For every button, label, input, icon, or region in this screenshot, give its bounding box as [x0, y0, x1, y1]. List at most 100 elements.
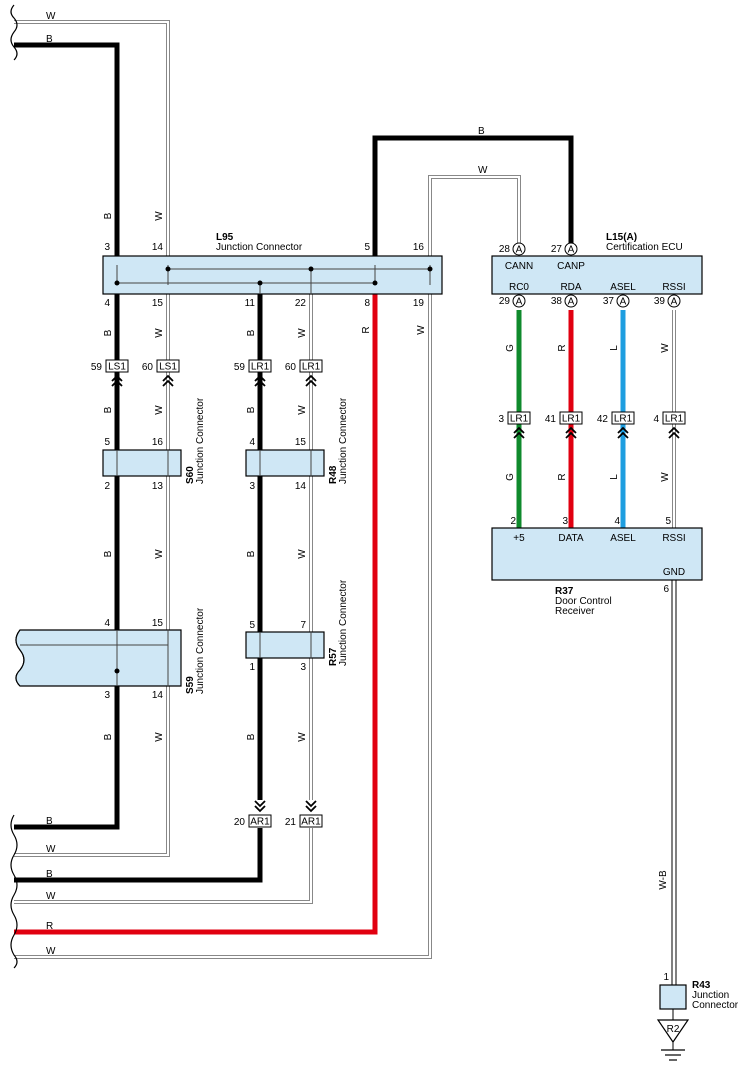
svg-text:CANN: CANN: [505, 261, 533, 272]
ic-name-9: AR1: [301, 817, 321, 828]
svg-text:3: 3: [249, 481, 255, 492]
wire-white-w: [14, 20, 676, 959]
svg-text:B: B: [103, 733, 114, 740]
svg-text:B: B: [246, 550, 257, 557]
svg-text:B: B: [103, 212, 114, 219]
svg-text:3: 3: [104, 690, 110, 701]
ic-name-0: LS1: [108, 362, 126, 373]
svg-text:14: 14: [152, 690, 164, 701]
r37-name-2: Receiver: [555, 606, 595, 617]
svg-text:37: 37: [603, 296, 615, 307]
svg-text:B: B: [103, 329, 114, 336]
r48-name: Junction Connector: [338, 397, 349, 484]
top-b-label: B: [478, 126, 485, 137]
svg-text:B: B: [246, 733, 257, 740]
ic-pin-3: 60: [285, 362, 297, 373]
s60-id: S60: [185, 466, 196, 484]
svg-text:R: R: [557, 344, 568, 351]
inline-box-lr1-60: [299, 359, 323, 373]
r43-name-2: Connector: [692, 1000, 739, 1011]
svg-text:B: B: [246, 329, 257, 336]
svg-text:16: 16: [152, 437, 164, 448]
s60-name: Junction Connector: [195, 397, 206, 484]
svg-text:ASEL: ASEL: [610, 533, 636, 544]
svg-text:14: 14: [152, 242, 164, 253]
ic-name-3: LR1: [302, 362, 321, 373]
pin-sub-6: A: [671, 297, 678, 308]
s59-id: S59: [185, 676, 196, 694]
edge-label-3: W: [46, 844, 56, 855]
l95-name: Junction Connector: [216, 242, 303, 253]
svg-text:4: 4: [249, 437, 255, 448]
l95-id: L95: [216, 232, 234, 243]
ic-name-4: LR1: [510, 414, 529, 425]
svg-text:W: W: [154, 732, 165, 742]
svg-text:+5: +5: [513, 533, 525, 544]
svg-text:14: 14: [295, 481, 307, 492]
svg-text:5: 5: [104, 437, 110, 448]
ic-name-6: LR1: [614, 414, 633, 425]
pin-sub-4: A: [568, 297, 575, 308]
connector-l95: [102, 255, 443, 295]
edge-label-0: W: [46, 11, 56, 22]
svg-text:15: 15: [152, 298, 164, 309]
inline-box-ar1-21: [299, 814, 323, 828]
svg-text:W-B: W-B: [658, 870, 669, 890]
inline-box-lr1-59: [248, 359, 272, 373]
ic-pin-4: 3: [498, 414, 504, 425]
svg-text:W: W: [416, 325, 427, 335]
ic-name-5: LR1: [562, 414, 581, 425]
svg-text:W: W: [154, 549, 165, 559]
inline-box-lr1-4: [662, 411, 686, 425]
ic-name-8: AR1: [250, 817, 270, 828]
svg-text:6: 6: [663, 584, 669, 595]
svg-text:2: 2: [104, 481, 110, 492]
svg-text:3: 3: [104, 242, 110, 253]
edge-label-6: R: [46, 921, 53, 932]
r43-name-1: Junction: [692, 990, 729, 1001]
svg-text:W: W: [297, 328, 308, 338]
svg-text:W: W: [297, 732, 308, 742]
ic-pin-8: 20: [234, 817, 246, 828]
svg-text:2: 2: [510, 516, 516, 527]
inline-connectors: [105, 359, 686, 828]
inline-connector-labels: LS1 59 LS1 60 LR1 59 LR1 60 LR1 3 LR1 41…: [91, 362, 684, 829]
edge-label-7: W: [46, 946, 56, 957]
svg-text:16: 16: [413, 242, 425, 253]
left-edge-breaks: [10, 4, 25, 969]
ic-name-7: LR1: [665, 414, 684, 425]
svg-text:RDA: RDA: [560, 282, 581, 293]
l15-name: Certification ECU: [606, 242, 683, 253]
svg-text:15: 15: [152, 618, 164, 629]
svg-text:G: G: [505, 344, 516, 352]
ic-pin-2: 59: [234, 362, 246, 373]
ground-label: R2: [667, 1024, 680, 1035]
connector-titles: L95 Junction Connector L15(A) Certificat…: [185, 232, 739, 1011]
pin-markers-a: A A A A A A: [512, 242, 681, 308]
pin-sub-1: A: [516, 245, 523, 256]
r43-id: R43: [692, 980, 711, 991]
svg-text:G: G: [505, 473, 516, 481]
inline-box-lr1-41: [559, 411, 583, 425]
svg-text:RC0: RC0: [509, 282, 529, 293]
inline-box-lr1-42: [611, 411, 635, 425]
svg-text:ASEL: ASEL: [610, 282, 636, 293]
svg-text:13: 13: [152, 481, 164, 492]
wire-white-black-wb: [671, 580, 677, 985]
svg-text:RSSI: RSSI: [662, 533, 685, 544]
connector-r43: [659, 984, 687, 1010]
s59-name: Junction Connector: [195, 607, 206, 694]
svg-text:W: W: [297, 549, 308, 559]
inline-box-ls1-59: [105, 359, 129, 373]
terminal-labels: CANN CANP RC0 RDA ASEL RSSI +5 DATA ASEL…: [505, 261, 686, 578]
top-w-label: W: [478, 165, 488, 176]
svg-text:W: W: [660, 343, 671, 353]
svg-text:8: 8: [364, 298, 370, 309]
svg-text:19: 19: [413, 298, 425, 309]
r37-id: R37: [555, 586, 574, 597]
connector-s59: [15, 629, 182, 687]
vertical-wire-labels: B W B W B W B W B W B W B W B W B W R W …: [103, 211, 671, 890]
svg-text:W: W: [154, 405, 165, 415]
wire-red-r: [14, 292, 574, 935]
ic-name-2: LR1: [251, 362, 270, 373]
